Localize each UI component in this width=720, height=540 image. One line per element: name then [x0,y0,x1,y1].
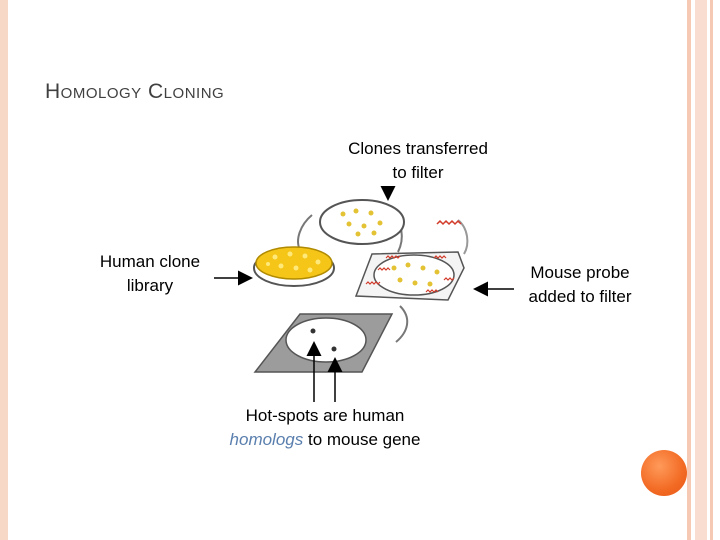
label-hot-spots: Hot-spots are human homologs to mouse ge… [205,404,445,452]
hybridization-bag [354,251,465,301]
human-clone-library-plate [253,246,335,287]
transfer-curve-lower [395,305,409,343]
autoradiograph-film [253,313,394,373]
label-human-line1: Human clone [99,252,201,271]
transfer-curve-left [297,214,313,251]
label-clones-line2: to filter [392,163,444,182]
hot-spot [310,328,316,334]
slide-title: Homology Cloning [45,80,225,103]
probe-mark-top [436,219,462,226]
slide-frame-right-band [695,0,707,540]
transfer-curve-right [457,219,469,255]
hot-spot [331,346,337,352]
decorative-orange-circle [641,450,687,496]
filter-disc-top [319,199,405,245]
label-human-clone-library: Human clone library [80,250,220,298]
label-hot-line1: Hot-spots are human [245,406,405,425]
label-clones-transferred: Clones transferred to filter [328,137,508,185]
label-mouse-line1: Mouse probe [530,263,630,282]
label-hot-line2: homologs to mouse gene [205,428,445,452]
label-mouse-line2: added to filter [528,287,632,306]
slide-frame-right-line [710,0,713,540]
label-mouse-probe: Mouse probe added to filter [512,261,648,309]
homologs-term: homologs [229,430,304,449]
slide-frame-right [687,0,691,540]
label-human-line2: library [126,276,174,295]
label-clones-line1: Clones transferred [348,139,488,158]
slide-frame-left [0,0,8,540]
label-hot-rest: to mouse gene [303,430,421,449]
